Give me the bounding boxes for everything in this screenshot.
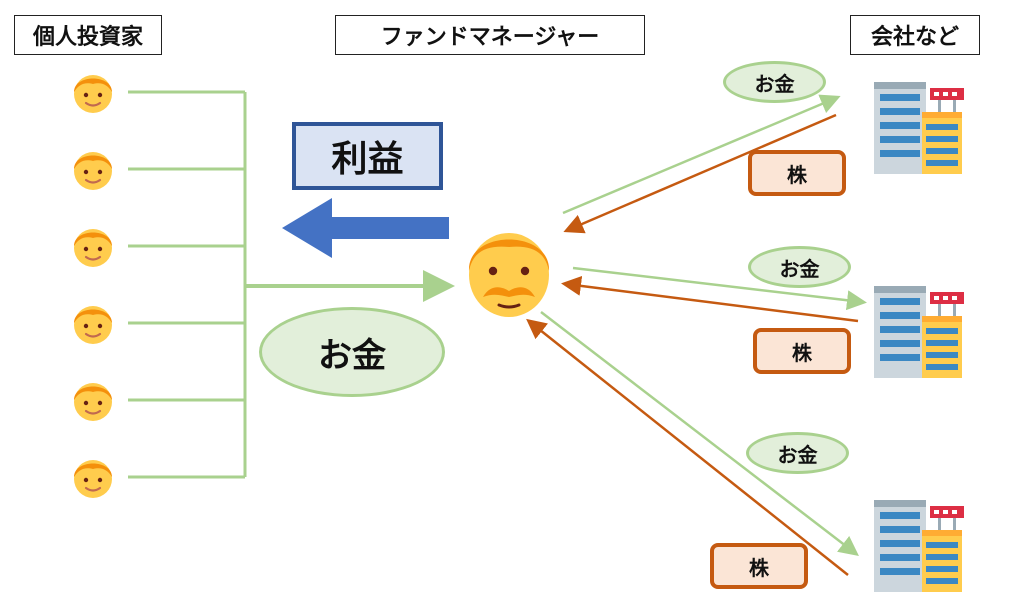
profit-label: 利益 xyxy=(292,122,443,190)
office-building-icon xyxy=(874,286,964,378)
boy-face-icon xyxy=(74,229,112,267)
boy-face-icon xyxy=(74,306,112,344)
manager-header: ファンドマネージャー xyxy=(335,15,645,55)
money-label-investors: お金 xyxy=(259,307,445,397)
money-label-company-3: お金 xyxy=(746,432,849,474)
boy-face-icon xyxy=(74,460,112,498)
stock-label-company-3: 株 xyxy=(710,543,808,589)
stock-arrow-company-2 xyxy=(561,275,859,323)
office-building-icon xyxy=(874,500,964,592)
stock-label-company-2: 株 xyxy=(753,328,851,374)
money-label-company-1: お金 xyxy=(723,61,826,103)
stock-arrow-company-1 xyxy=(563,113,837,234)
money-arrow-company-1 xyxy=(562,94,841,215)
money-arrow-company-3 xyxy=(540,311,859,557)
boy-face-icon xyxy=(74,152,112,190)
boy-face-icon xyxy=(74,383,112,421)
office-building-icon xyxy=(874,82,964,174)
mustache-man-face-icon xyxy=(468,233,550,317)
companies-header: 会社など xyxy=(850,15,980,55)
investors-header: 個人投資家 xyxy=(14,15,162,55)
money-label-company-2: お金 xyxy=(748,246,851,288)
investor-bracket xyxy=(128,90,247,479)
money-arrow-company-2 xyxy=(572,266,867,311)
stock-arrow-company-3 xyxy=(526,318,849,576)
boy-face-icon xyxy=(74,75,112,113)
profit-arrow xyxy=(282,198,449,258)
stock-label-company-1: 株 xyxy=(748,150,846,196)
